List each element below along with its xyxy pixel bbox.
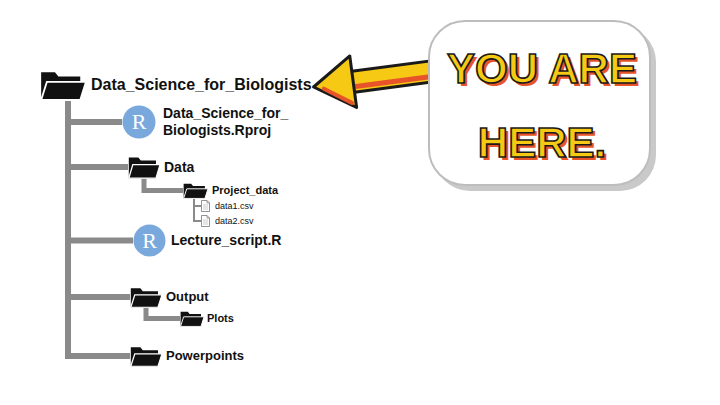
- root-folder: Data_Science_for_Biologists: [40, 69, 312, 101]
- item-icon: [130, 286, 162, 308]
- item-icon: R: [122, 105, 156, 139]
- tree-branch: [68, 101, 130, 297]
- item-texts: Data: [164, 159, 194, 176]
- folder-front: [181, 317, 204, 327]
- item-name: Plots: [207, 312, 234, 325]
- tree-line: [194, 199, 201, 206]
- item-icon: [183, 182, 208, 199]
- item-texts: Project_data: [212, 184, 278, 197]
- item-name: Data: [164, 159, 194, 176]
- r-logo-letter: R: [122, 105, 156, 139]
- tree-branch: [194, 199, 201, 221]
- csv-file: data2.csv: [201, 215, 254, 227]
- item-name: Project_data: [212, 184, 278, 197]
- folder-icon: [40, 69, 86, 101]
- tree-line: [194, 199, 201, 221]
- tree-line: [144, 179, 183, 191]
- item-icon: [201, 200, 210, 212]
- item-name: Powerpoints: [166, 348, 244, 364]
- arrow-head: [314, 56, 357, 108]
- file-icon: [201, 215, 210, 227]
- r-logo-circle: [133, 224, 165, 256]
- tree-branch: [68, 101, 130, 356]
- folder-front: [41, 82, 86, 100]
- item-icon: [128, 155, 160, 179]
- sticker-text: YOU ARE HERE.: [436, 32, 648, 179]
- tree-line: [68, 101, 128, 167]
- file-icon: [201, 200, 210, 212]
- tree-line: [68, 101, 130, 297]
- folder-front: [184, 189, 208, 199]
- you-are-here-sticker: YOU ARE HERE.: [428, 20, 656, 191]
- file-fold: [207, 216, 210, 219]
- item-texts: data1.csv: [215, 201, 254, 212]
- tree-branch: [68, 101, 128, 167]
- folder-item: Plots: [180, 310, 234, 327]
- tree-branch: [146, 308, 180, 319]
- folder-item: Output: [130, 286, 209, 308]
- folder-item: Project_data: [183, 182, 278, 199]
- item-texts: Lecture_script.R: [171, 232, 281, 249]
- item-texts: Plots: [207, 312, 234, 325]
- tree-branch: [194, 199, 201, 206]
- tree-line: [68, 101, 122, 122]
- file-fold: [207, 201, 210, 204]
- item-texts: YOU ARE HERE.: [436, 32, 648, 179]
- item-name: Output: [166, 289, 209, 305]
- tree-line: [146, 308, 180, 319]
- file-lines: [203, 220, 208, 224]
- item-icon: R: [133, 224, 166, 257]
- item-icon: [180, 310, 204, 327]
- sticker-face: [429, 21, 650, 185]
- item-texts: Output: [166, 289, 209, 305]
- arrow-shaft-shade: [352, 77, 430, 87]
- item-texts: data2.csv: [215, 216, 254, 227]
- item-name: data2.csv: [215, 216, 254, 227]
- tree-branch: [144, 179, 183, 191]
- rproj-file: RData_Science_for_ Biologists.Rproj: [122, 105, 303, 139]
- folder-item: Powerpoints: [130, 345, 244, 367]
- folder-icon: [130, 286, 162, 308]
- item-icon: [130, 345, 162, 367]
- folder-icon: [183, 182, 208, 199]
- item-icon: [40, 69, 86, 101]
- item-name: data1.csv: [215, 201, 254, 212]
- item-name: Data_Science_for_ Biologists.Rproj: [163, 105, 303, 139]
- folder-front: [131, 354, 162, 366]
- r-logo-circle: [123, 106, 156, 139]
- csv-file: data1.csv: [201, 200, 254, 212]
- file-page: [202, 216, 210, 227]
- folder-front: [129, 165, 160, 179]
- item-texts: Powerpoints: [166, 348, 244, 364]
- arrow-head-shade: [324, 89, 352, 103]
- r-script-file: R Lecture_script.R: [133, 224, 281, 257]
- folder-item: Data: [128, 155, 194, 179]
- folder-icon: [130, 345, 162, 367]
- r-logo-letter: R: [133, 224, 166, 257]
- folder-front: [131, 295, 162, 307]
- item-name: Data_Science_for_Biologists: [91, 75, 312, 94]
- folder-icon: [180, 310, 204, 327]
- file-lines: [203, 205, 208, 209]
- folder-icon: [128, 155, 160, 179]
- item-texts: Data_Science_for_ Biologists.Rproj: [163, 105, 303, 139]
- item-texts: Data_Science_for_Biologists: [91, 75, 312, 94]
- item-name: Lecture_script.R: [171, 232, 281, 249]
- tree-line: [68, 101, 130, 356]
- pointer-arrow: [314, 56, 432, 108]
- tree-branch: [68, 101, 122, 122]
- file-page: [202, 201, 210, 212]
- item-icon: [201, 215, 210, 227]
